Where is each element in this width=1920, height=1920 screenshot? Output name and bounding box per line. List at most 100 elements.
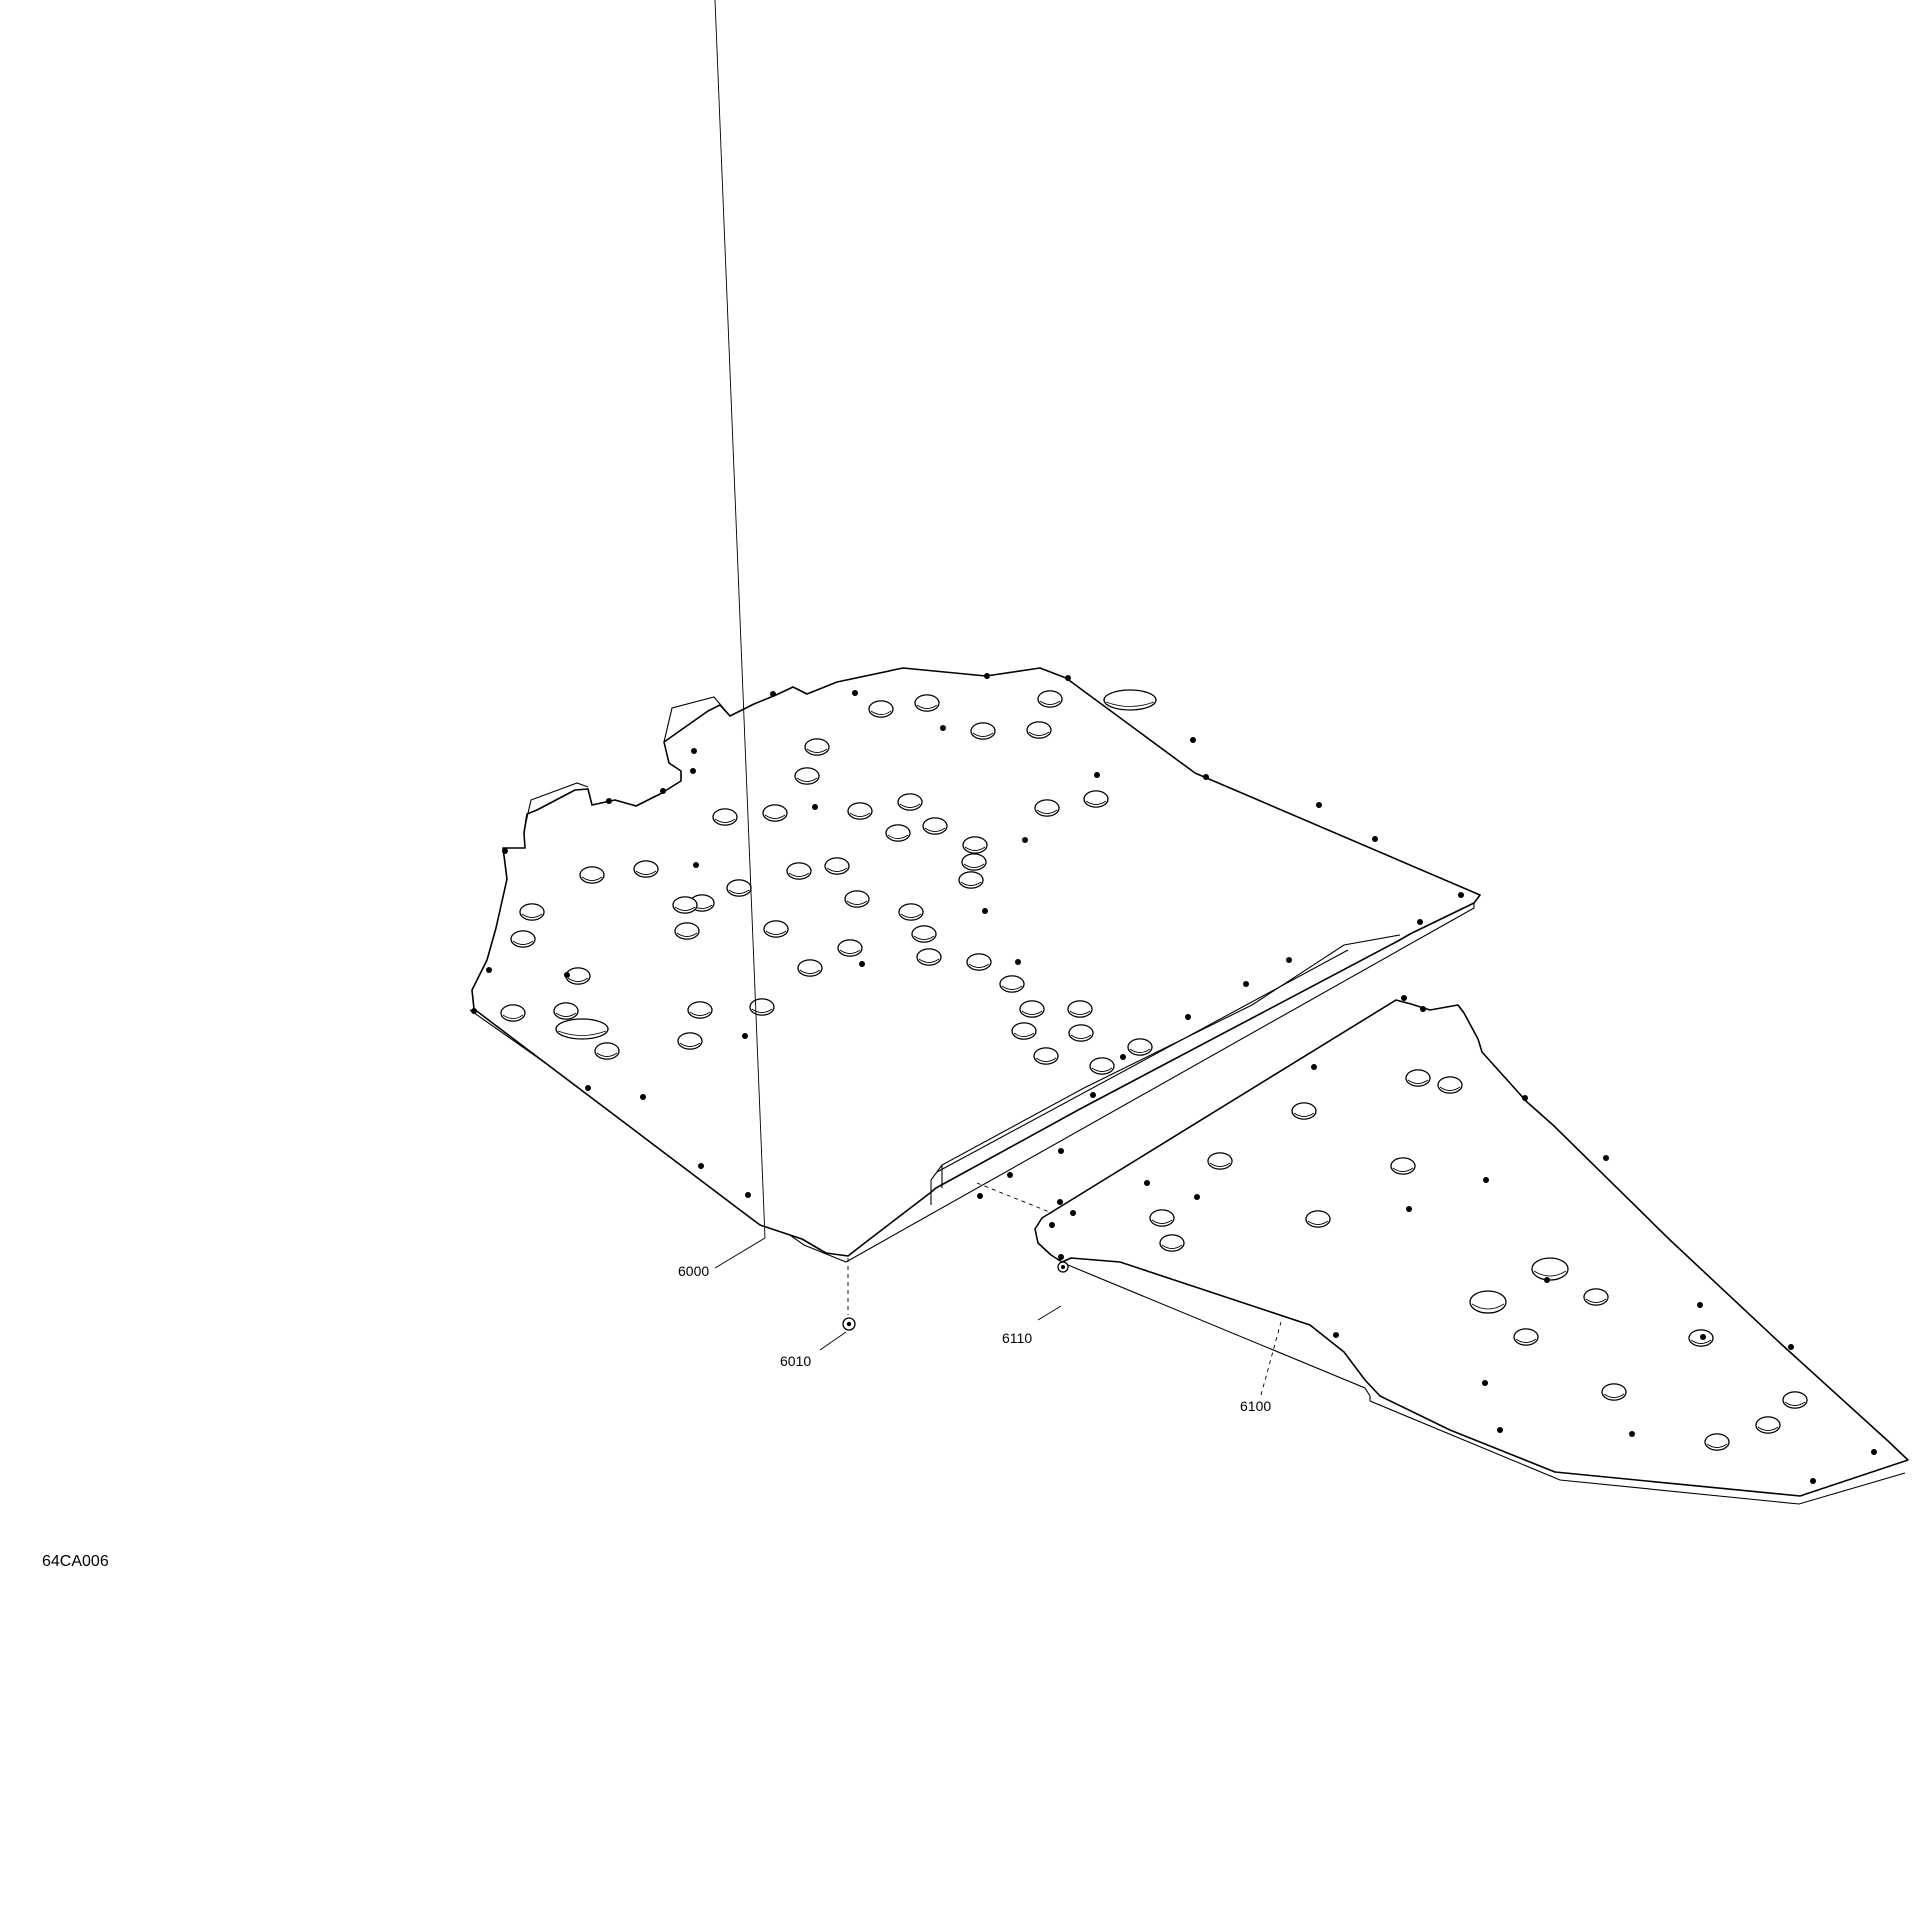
- rivet-dot: [564, 972, 570, 978]
- hole-rim: [788, 872, 810, 877]
- hole-rim: [1307, 1220, 1329, 1225]
- hole-rim: [1035, 1057, 1057, 1062]
- hole-rim: [806, 748, 828, 753]
- rivet-dot: [1372, 836, 1378, 842]
- hole-rim: [913, 935, 935, 940]
- rivet-dot: [1120, 1054, 1126, 1060]
- rivet-dot: [1190, 737, 1196, 743]
- hole-rim: [960, 881, 982, 886]
- rivet-dot: [742, 1033, 748, 1039]
- hole-rim: [1603, 1393, 1625, 1398]
- rivet-dot: [1094, 772, 1100, 778]
- hole-rim: [839, 949, 861, 954]
- rivet-dot: [1286, 957, 1292, 963]
- hole-rim: [1515, 1338, 1537, 1343]
- rivet-dot: [1049, 1222, 1055, 1228]
- hole-rim: [799, 969, 821, 974]
- rivet-dot: [698, 1163, 704, 1169]
- hole-rim: [1471, 1303, 1505, 1310]
- hole-rim: [1028, 731, 1050, 736]
- hole-rim: [521, 913, 543, 918]
- hole-rim: [963, 863, 985, 868]
- rivet-dot: [940, 725, 946, 731]
- hole-rim: [674, 906, 696, 911]
- rivet-dot: [977, 1193, 983, 1199]
- hole-rim: [924, 827, 946, 832]
- callout-6000: 6000: [678, 1263, 709, 1279]
- drawing-reference-code: 64CA006: [42, 1553, 109, 1570]
- hole-rim: [764, 814, 786, 819]
- hole-rim: [1129, 1048, 1151, 1053]
- hole-rim: [1784, 1401, 1806, 1406]
- hole-rim: [1757, 1426, 1779, 1431]
- hole-rim: [1013, 1032, 1035, 1037]
- hole-rim: [1293, 1112, 1315, 1117]
- hole-rim: [1036, 809, 1058, 814]
- rivet-dot: [1203, 774, 1209, 780]
- rivet-dot: [1333, 1332, 1339, 1338]
- rivet-dot: [1522, 1095, 1528, 1101]
- rivet-dot: [1401, 995, 1407, 1001]
- hole-rim: [849, 812, 871, 817]
- hole-rim: [1706, 1443, 1728, 1448]
- hole-rim: [728, 889, 750, 894]
- hole-rim: [1105, 701, 1155, 707]
- hole-rim: [512, 940, 534, 945]
- hole-rim: [972, 732, 994, 737]
- hole-rim: [689, 1011, 711, 1016]
- hole-rim: [1209, 1162, 1231, 1167]
- rivet-dot: [770, 691, 776, 697]
- hole-rim: [676, 932, 698, 937]
- hole: [1531, 1257, 1569, 1281]
- hole-rim: [887, 834, 909, 839]
- hole-rim: [1161, 1244, 1183, 1249]
- rivet-dot: [1194, 1194, 1200, 1200]
- hole-rim: [714, 818, 736, 823]
- callout-6100: 6100: [1240, 1398, 1271, 1414]
- hole-rim: [916, 704, 938, 709]
- rivet-dot: [1810, 1478, 1816, 1484]
- rivet-dot: [1420, 1006, 1426, 1012]
- callout-6010: 6010: [780, 1353, 811, 1369]
- side-skid-plate: [1034, 999, 1909, 1505]
- rivet-dot: [1022, 837, 1028, 843]
- rivet-dot: [1458, 892, 1464, 898]
- side-panel-outline: [1034, 999, 1909, 1497]
- hole-rim: [557, 1030, 607, 1036]
- rivet-dot: [859, 961, 865, 967]
- callout-6110: 6110: [1002, 1330, 1032, 1346]
- rivet-dot: [1243, 981, 1249, 987]
- hole-rim: [1533, 1270, 1567, 1277]
- rivet-dot: [1871, 1449, 1877, 1455]
- hole-rim: [1392, 1167, 1414, 1172]
- rivet-dot: [502, 848, 508, 854]
- rivet-dot: [640, 1094, 646, 1100]
- rivet-dot: [1090, 1092, 1096, 1098]
- rivet-dot: [660, 788, 666, 794]
- rivet-dot: [1316, 802, 1322, 808]
- hole: [555, 1018, 609, 1040]
- hole: [1103, 689, 1157, 711]
- rivet-dot: [471, 1008, 477, 1014]
- rivet-dot: [690, 768, 696, 774]
- rivet-dot: [982, 908, 988, 914]
- rivet-dot: [486, 967, 492, 973]
- main-fastener-6010: [842, 1258, 856, 1331]
- rivet-dot: [1144, 1180, 1150, 1186]
- rivet-dot: [984, 673, 990, 679]
- hole-rim: [1070, 1034, 1092, 1039]
- rivet-dot: [1483, 1177, 1489, 1183]
- hole-rim: [846, 900, 868, 905]
- hole-rim: [899, 803, 921, 808]
- hole-rim: [826, 867, 848, 872]
- hole-rim: [635, 870, 657, 875]
- rivet-dot: [1057, 1199, 1063, 1205]
- hole-rim: [1407, 1079, 1429, 1084]
- rivet-dot: [585, 1085, 591, 1091]
- rivet-dot: [1788, 1344, 1794, 1350]
- rivet-dot: [1482, 1380, 1488, 1386]
- rivet-dot: [606, 798, 612, 804]
- rivet-dot: [1497, 1427, 1503, 1433]
- hole-rim: [555, 1012, 577, 1017]
